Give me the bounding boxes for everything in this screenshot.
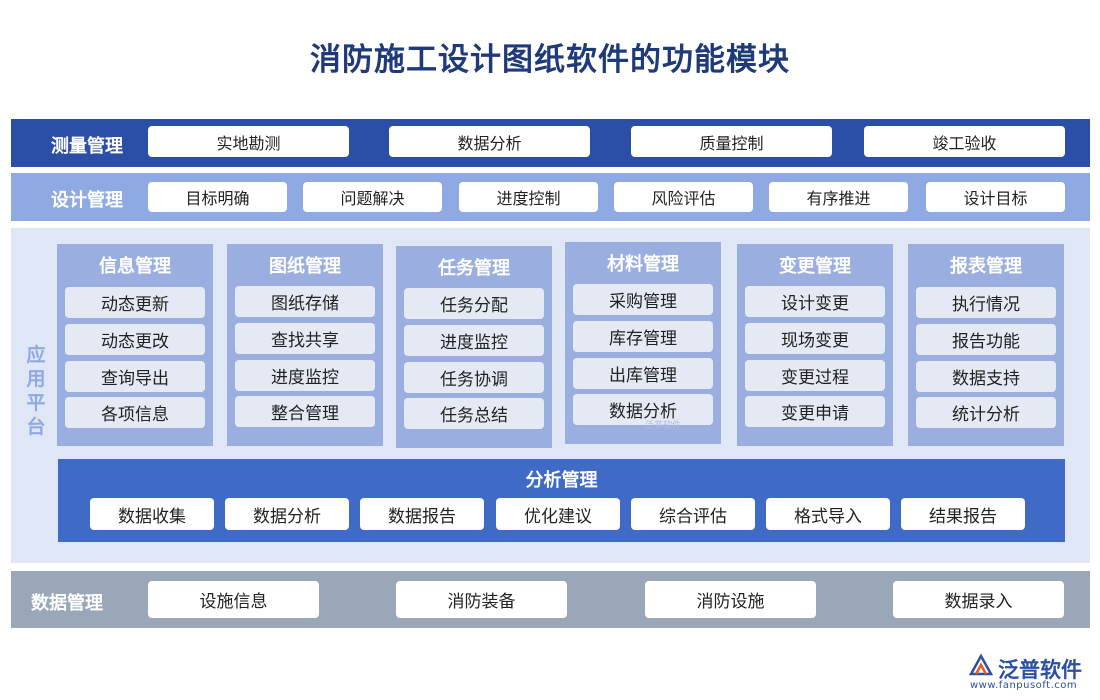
module-item: 整合管理 — [235, 396, 375, 427]
analysis-item: 综合评估 — [631, 498, 755, 530]
analysis-module: 分析管理 数据收集 数据分析 数据报告 优化建议 综合评估 格式导入 结果报告 — [58, 459, 1065, 542]
data-management-band: 数据管理 设施信息 消防装备 消防设施 数据录入 — [11, 571, 1090, 628]
module-item: 报告功能 — [916, 324, 1056, 355]
data-item: 消防设施 — [645, 581, 816, 618]
brand-name: 泛普软件 — [998, 658, 1082, 682]
survey-item: 质量控制 — [631, 126, 832, 157]
watermark-text: 泛普软件 — [645, 421, 682, 431]
analysis-item: 数据分析 — [225, 498, 349, 530]
module-title: 变更管理 — [779, 256, 851, 277]
module-item: 任务分配 — [404, 288, 544, 319]
analysis-item: 数据收集 — [90, 498, 214, 530]
module-change: 变更管理 设计变更 现场变更 变更过程 变更申请 — [737, 244, 893, 446]
design-item: 问题解决 — [303, 182, 442, 212]
module-material: 材料管理 采购管理 库存管理 出库管理 数据分析 — [565, 242, 721, 444]
module-title: 任务管理 — [438, 258, 510, 279]
design-item: 有序推进 — [769, 182, 908, 212]
module-item: 动态更改 — [65, 324, 205, 355]
survey-item: 数据分析 — [389, 126, 590, 157]
design-item: 风险评估 — [614, 182, 753, 212]
design-item: 目标明确 — [148, 182, 287, 212]
module-item: 采购管理 — [573, 284, 713, 315]
data-management-label: 数据管理 — [31, 593, 103, 614]
module-info: 信息管理 动态更新 动态更改 查询导出 各项信息 — [57, 244, 213, 446]
module-title: 图纸管理 — [269, 256, 341, 277]
module-item: 库存管理 — [573, 321, 713, 352]
module-item: 任务总结 — [404, 398, 544, 429]
design-label: 设计管理 — [51, 190, 123, 211]
survey-label: 测量管理 — [51, 136, 123, 157]
survey-band: 测量管理 实地勘测 数据分析 质量控制 竣工验收 — [11, 119, 1090, 167]
module-item: 数据支持 — [916, 361, 1056, 392]
app-platform-band: 应用平台 信息管理 动态更新 动态更改 查询导出 各项信息 图纸管理 图纸存储 … — [11, 228, 1090, 563]
module-title: 材料管理 — [607, 254, 679, 275]
module-item: 图纸存储 — [235, 286, 375, 317]
module-item: 设计变更 — [745, 286, 885, 317]
module-item: 数据分析 — [573, 394, 713, 425]
module-item: 查询导出 — [65, 361, 205, 392]
module-item: 变更申请 — [745, 396, 885, 427]
data-item: 设施信息 — [148, 581, 319, 618]
module-item: 动态更新 — [65, 287, 205, 318]
module-title: 信息管理 — [99, 256, 171, 277]
analysis-title: 分析管理 — [525, 470, 598, 491]
brand-logo-block: 泛普软件 www.fanpusoft.com — [968, 652, 1093, 694]
design-item: 进度控制 — [459, 182, 598, 212]
survey-item: 竣工验收 — [864, 126, 1065, 157]
module-item: 查找共享 — [235, 323, 375, 354]
module-report: 报表管理 执行情况 报告功能 数据支持 统计分析 — [908, 244, 1064, 446]
analysis-item: 格式导入 — [766, 498, 890, 530]
module-item: 变更过程 — [745, 360, 885, 391]
module-item: 执行情况 — [916, 287, 1056, 318]
module-item: 现场变更 — [745, 323, 885, 354]
data-item: 消防装备 — [396, 581, 567, 618]
design-band: 设计管理 目标明确 问题解决 进度控制 风险评估 有序推进 设计目标 — [11, 173, 1090, 221]
module-item: 进度监控 — [404, 325, 544, 356]
module-item: 出库管理 — [573, 358, 713, 389]
brand-logo-icon — [968, 654, 994, 676]
brand-url: www.fanpusoft.com — [970, 680, 1078, 691]
page-title: 消防施工设计图纸软件的功能模块 — [310, 42, 790, 78]
design-item: 设计目标 — [926, 182, 1065, 212]
analysis-item: 结果报告 — [901, 498, 1025, 530]
app-platform-label: 应用平台 — [26, 344, 46, 438]
module-drawing: 图纸管理 图纸存储 查找共享 进度监控 整合管理 — [227, 244, 383, 446]
analysis-item: 优化建议 — [496, 498, 620, 530]
module-item: 进度监控 — [235, 360, 375, 391]
module-item: 任务协调 — [404, 362, 544, 393]
module-item: 各项信息 — [65, 397, 205, 428]
data-item: 数据录入 — [893, 581, 1064, 618]
module-task: 任务管理 任务分配 进度监控 任务协调 任务总结 — [396, 246, 552, 448]
module-item: 统计分析 — [916, 397, 1056, 428]
analysis-item: 数据报告 — [360, 498, 484, 530]
survey-item: 实地勘测 — [148, 126, 349, 157]
module-title: 报表管理 — [950, 256, 1022, 277]
